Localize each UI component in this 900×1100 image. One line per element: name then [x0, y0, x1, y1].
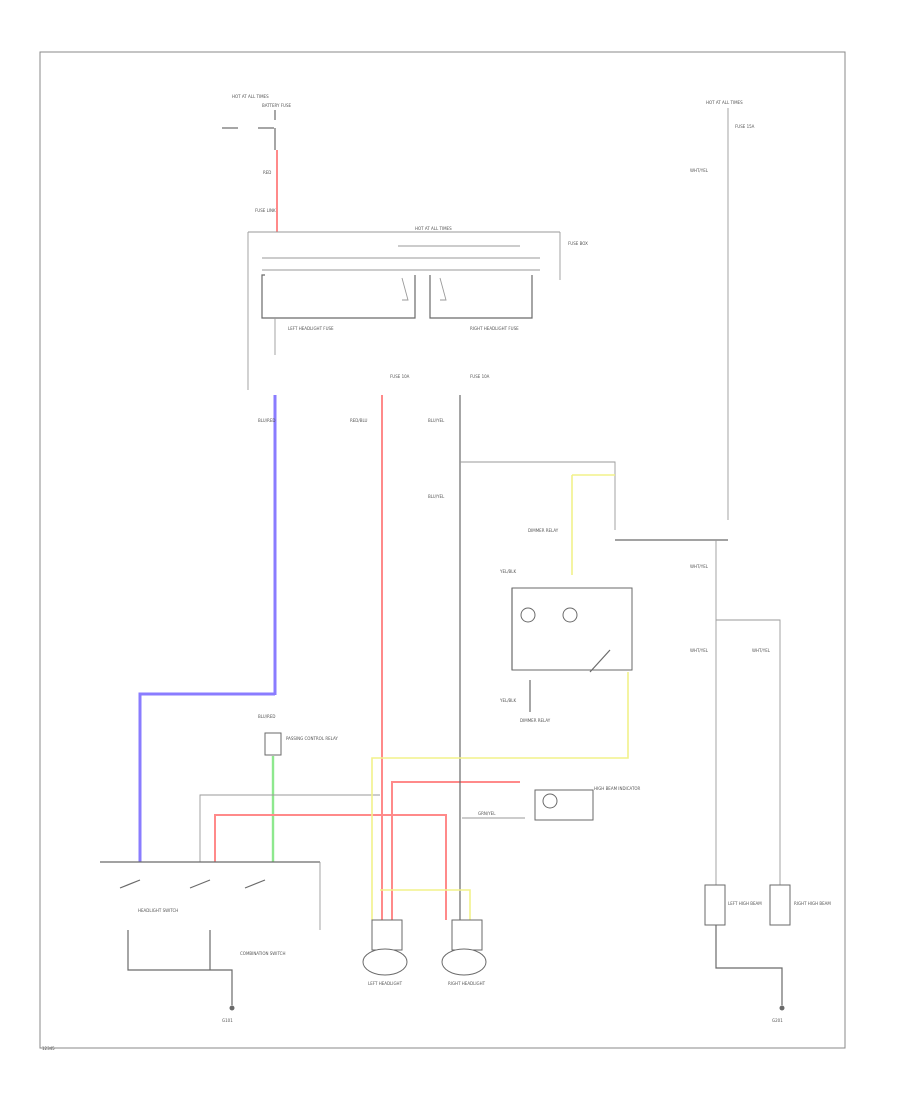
label-blu-yel: BLU/YEL [428, 418, 445, 423]
label-wht-yel-low1: WHT/YEL [690, 648, 709, 653]
label-fuse-link: FUSE LINK [255, 208, 276, 213]
label-dimmer-relay-bottom: DIMMER RELAY [520, 718, 551, 723]
label-left-high-beam: LEFT HIGH BEAM [728, 901, 762, 906]
label-battery-fuse: BATTERY FUSE [262, 103, 292, 108]
label-right-high-beam: RIGHT HIGH BEAM [794, 901, 831, 906]
ground-symbol-left [229, 1005, 235, 1011]
label-wht-yel-mid: WHT/YEL [690, 564, 709, 569]
dimmer-relay: DIMMER RELAY YEL/BLK YEL/BLK DIMMER RELA… [499, 474, 728, 723]
high-beam-indicator: HIGH BEAM INDICATOR [534, 786, 641, 821]
relay-coil-2 [562, 607, 578, 623]
label-hot-at-all-times-right: HOT AT ALL TIMES [706, 100, 743, 105]
label-fuse-10a-right: FUSE 10A [470, 374, 490, 379]
label-grn-yel: GRN/YEL [478, 811, 496, 816]
label-blu-red-lower: BLU/RED [258, 714, 275, 719]
label-left-headlight-fuse: LEFT HEADLIGHT FUSE [288, 326, 334, 331]
label-yel-blk-relay: YEL/BLK [499, 569, 517, 574]
label-blu-red: BLU/RED [258, 418, 275, 423]
red-wire-indicator [391, 781, 520, 920]
yellow-wire-main [371, 672, 629, 920]
label-combination-switch: COMBINATION SWITCH [240, 951, 285, 956]
right-high-beam-lamp [769, 884, 791, 926]
passing-control-relay [264, 732, 282, 756]
label-wht-yel-top: WHT/YEL [690, 168, 709, 173]
fuse-box: HOT AT ALL TIMES FUSE BOX LEFT HEADLIGHT… [247, 226, 588, 390]
label-fuse-box: FUSE BOX [568, 241, 588, 246]
right-headlight-lamp [441, 948, 487, 976]
label-right-headlight: RIGHT HEADLIGHT [448, 981, 486, 986]
diagram-frame [39, 51, 846, 1049]
left-headlight-lamp [362, 948, 408, 976]
left-ground-wire [127, 930, 233, 1005]
label-left-headlight: LEFT HEADLIGHT [368, 981, 403, 986]
headlight-switch: HEADLIGHT SWITCH COMBINATION SWITCH G101 [100, 861, 321, 1023]
right-headlight: RIGHT HEADLIGHT [441, 919, 487, 986]
wire-switch-to-headlight [199, 794, 380, 862]
label-yel-blk-right: YEL/BLK [499, 698, 517, 703]
right-headlight-connector [451, 919, 483, 951]
label-ground-left: G101 [222, 1018, 233, 1023]
label-ground-right: G201 [772, 1018, 783, 1023]
switch-contact-1 [119, 879, 141, 889]
left-high-beam-lamp [704, 884, 726, 926]
label-red-top: RED [263, 170, 271, 175]
label-dimmer-relay-top: DIMMER RELAY [528, 528, 559, 533]
left-headlight-connector [371, 919, 403, 951]
label-headlight-switch: HEADLIGHT SWITCH [138, 908, 178, 913]
right-wire-right-beam [716, 619, 781, 885]
label-hot-at-all-times-bus: HOT AT ALL TIMES [415, 226, 452, 231]
left-fuse-relay [261, 274, 416, 319]
right-source-group: HOT AT ALL TIMES FUSE 15A WHT/YEL [690, 100, 755, 520]
switch-contact-3 [244, 879, 266, 889]
right-fuse-relay [429, 275, 533, 319]
label-hot-at-all-times-top: HOT AT ALL TIMES [232, 94, 269, 99]
label-right-headlight-fuse: RIGHT HEADLIGHT FUSE [470, 326, 519, 331]
label-red-blu: RED/BLU [350, 418, 368, 423]
red-wire-cross [214, 814, 447, 920]
dimmer-relay-box [511, 587, 633, 671]
label-high-beam-indicator: HIGH BEAM INDICATOR [594, 786, 641, 791]
yellow-wire-headlights [380, 889, 471, 920]
ground-symbol-right [779, 1005, 785, 1011]
right-ground-wire [715, 925, 783, 1005]
relay-coil-1 [520, 607, 536, 623]
label-fuse-10a-left: FUSE 10A [390, 374, 410, 379]
switch-contact-2 [189, 879, 211, 889]
blue-wire-to-switch [138, 692, 275, 862]
label-wht-yel-low2: WHT/YEL [752, 648, 771, 653]
figure-id: 12345 [42, 1046, 55, 1051]
label-blu-yel-lower: BLU/YEL [428, 494, 445, 499]
right-fuse-contact [439, 277, 447, 301]
label-fuse-15a: FUSE 15A [735, 124, 755, 129]
relay-switch-arm [589, 649, 611, 673]
battery-fuse-group: HOT AT ALL TIMES BATTERY FUSE RED FUSE L… [222, 94, 292, 213]
left-fuse-contact [401, 277, 409, 301]
wire-to-relay-switch [460, 461, 616, 530]
left-headlight: LEFT HEADLIGHT [362, 919, 408, 986]
label-passing-control-relay: PASSING CONTROL RELAY [286, 736, 338, 741]
indicator-bulb [542, 793, 558, 809]
